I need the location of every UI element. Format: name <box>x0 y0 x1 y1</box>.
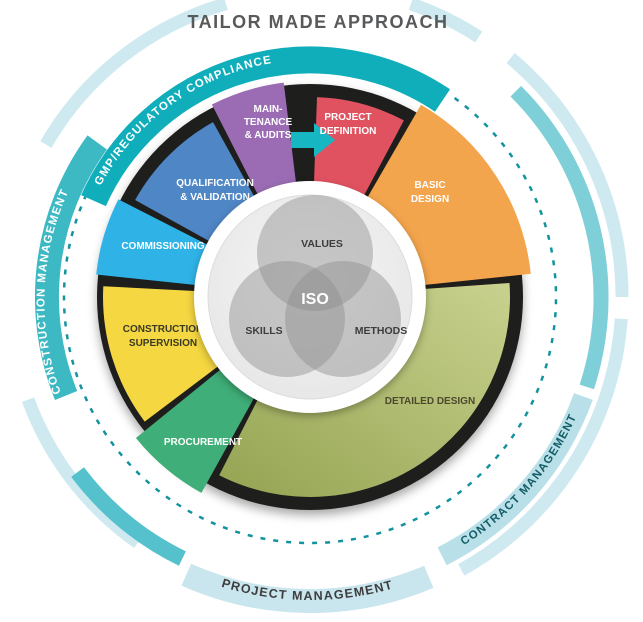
gmp-compliance-band <box>81 46 451 207</box>
label-procurement: PROCUREMENT <box>164 437 242 448</box>
venn-circles <box>229 195 401 377</box>
label-detailed-design: DETAILED DESIGN <box>385 396 475 407</box>
label-commissioning: COMMISSIONING <box>121 241 205 252</box>
medium-teal-arc-right <box>510 85 609 390</box>
label-line: BASIC <box>414 180 445 191</box>
page-title: TAILOR MADE APPROACH <box>188 12 449 32</box>
flow-arrow-icon <box>291 123 335 157</box>
label-line: DETAILED DESIGN <box>385 396 475 407</box>
label-line: & VALIDATION <box>180 192 250 203</box>
outer-pale-ring <box>21 0 629 576</box>
venn-circle-methods <box>285 261 401 377</box>
label-qualification-validation: QUALIFICATION & VALIDATION <box>176 178 254 203</box>
label-project-definition: PROJECT DEFINITION <box>320 112 377 137</box>
label-line: COMMISSIONING <box>121 241 205 252</box>
label-maintenance-audits: MAIN- TENANCE & AUDITS <box>244 104 293 141</box>
venn-center-iso: ISO <box>301 291 329 308</box>
inner-disc <box>207 194 413 400</box>
outer-arc-top-right <box>408 0 483 43</box>
label-line: QUALIFICATION <box>176 178 254 189</box>
venn-label-methods: METHODS <box>355 325 408 337</box>
label-line: SUPERVISION <box>129 338 197 349</box>
venn-circle-skills <box>229 261 345 377</box>
outer-arc-bottom-left <box>21 397 142 549</box>
project-management-band <box>181 563 434 613</box>
contract-management-band <box>437 393 593 566</box>
label-line: PROCUREMENT <box>164 437 242 448</box>
label-line: CONSTRUCTION <box>123 324 204 335</box>
label-line: MAIN- <box>254 104 283 115</box>
construction-management-band <box>35 135 107 400</box>
label-line: DEFINITION <box>320 126 377 137</box>
outer-arc-top-left <box>40 0 228 148</box>
label-line: TENANCE <box>244 117 293 128</box>
label-basic-design: BASIC DESIGN <box>411 180 449 205</box>
label-construction-supervision: CONSTRUCTION SUPERVISION <box>123 324 204 349</box>
label-line: DESIGN <box>411 194 449 205</box>
venn-circle-values <box>257 195 373 311</box>
label-line: & AUDITS <box>245 130 292 141</box>
outer-arc-right-lower <box>458 318 628 576</box>
venn-label-values: VALUES <box>301 238 343 250</box>
medium-teal-arc-bottom-left <box>71 467 186 566</box>
venn-label-skills: SKILLS <box>245 325 282 337</box>
center-venn: VALUES SKILLS METHODS ISO <box>194 181 426 413</box>
outer-arc-right-upper <box>506 53 629 298</box>
label-line: PROJECT <box>324 112 371 123</box>
